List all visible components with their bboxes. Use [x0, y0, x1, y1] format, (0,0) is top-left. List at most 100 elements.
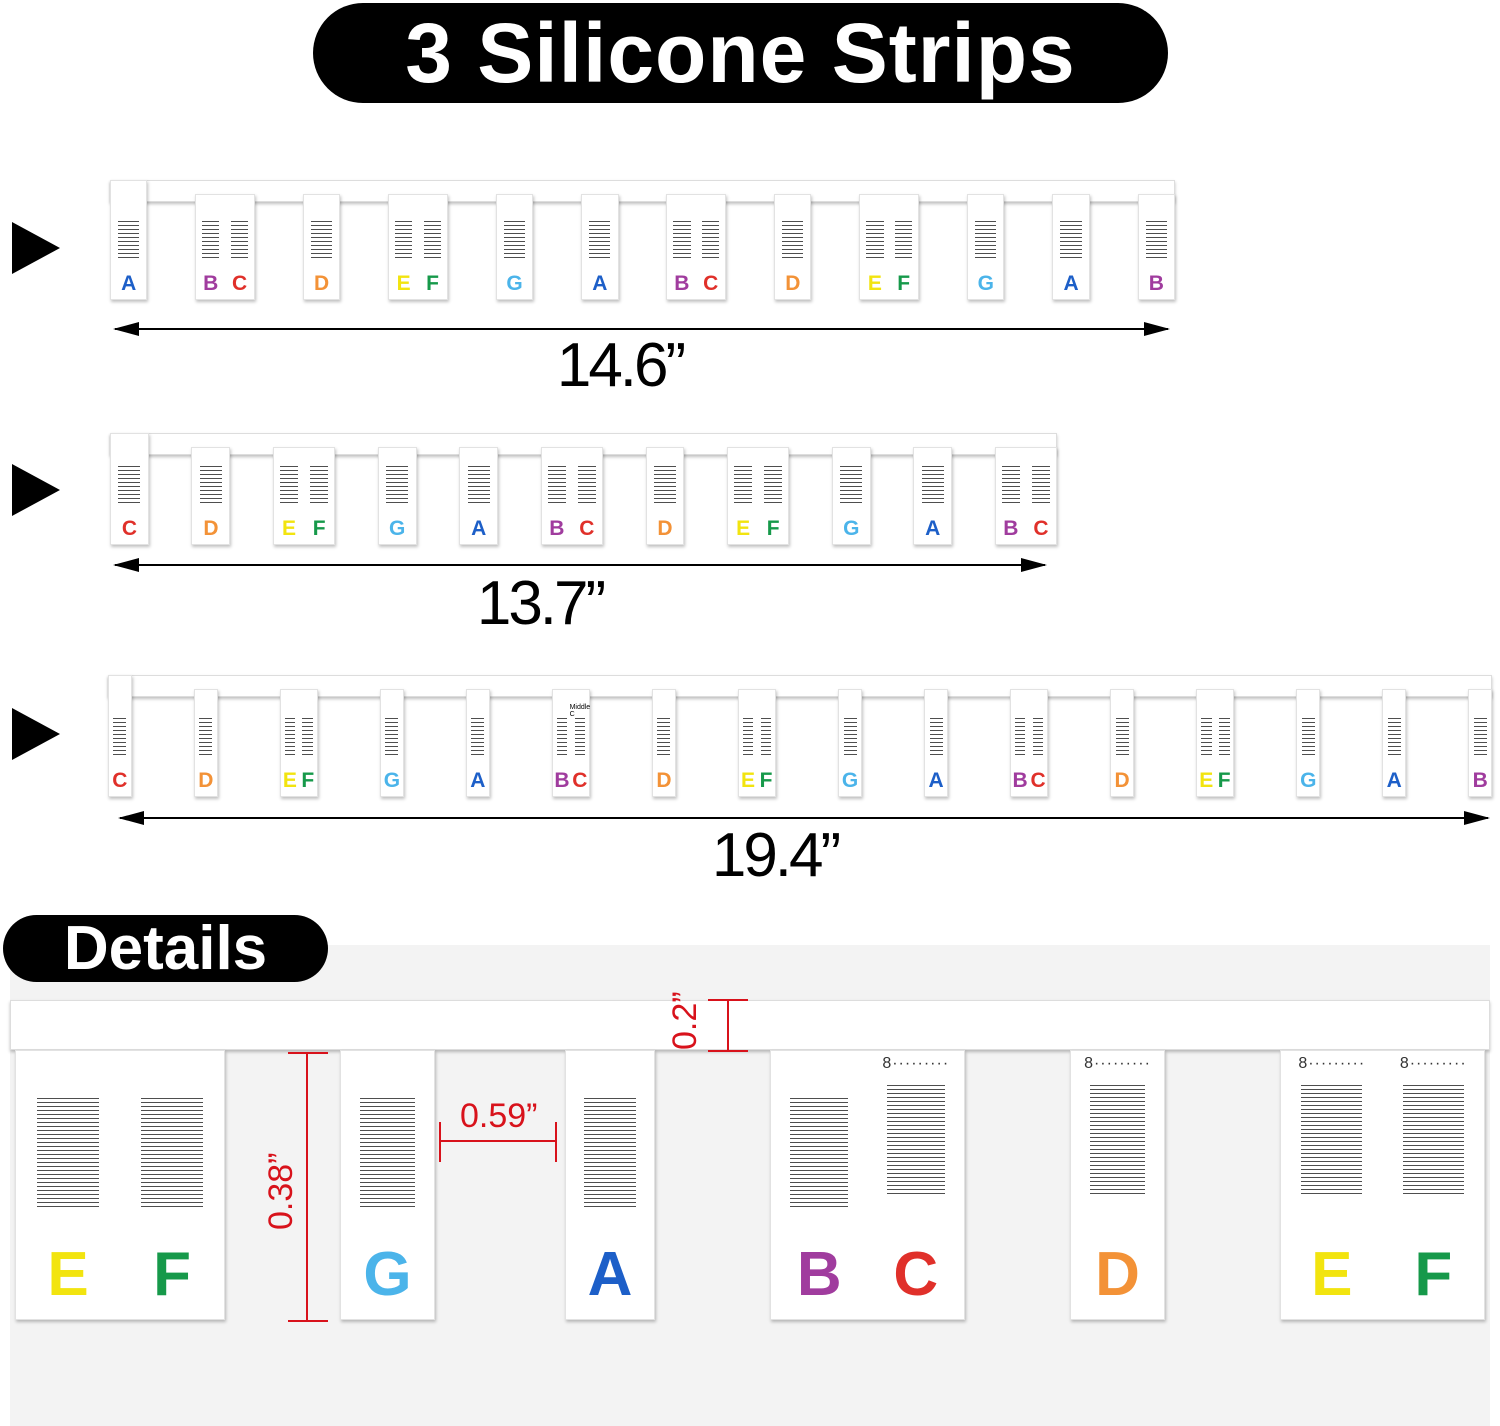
octave-mark: 8········· [1084, 1055, 1151, 1072]
key-cell: G [839, 690, 861, 796]
key-cell: C [696, 195, 725, 299]
staff-notation [1014, 718, 1026, 759]
note-letter: D [1114, 768, 1130, 792]
key-cell: D [195, 690, 217, 796]
note-letter: F [1414, 1239, 1453, 1309]
note-letter: F [301, 768, 315, 792]
key-group: A [1382, 689, 1407, 797]
staff-notation [118, 466, 141, 507]
note-letter: B [1012, 768, 1028, 792]
key-cell: E [1197, 690, 1215, 796]
play-arrow-icon [12, 708, 60, 760]
staff-notation [1001, 466, 1020, 507]
play-arrow-icon [12, 464, 60, 516]
key-cell: B [542, 448, 572, 544]
staff-notation [1387, 718, 1401, 759]
key-group: C [110, 433, 149, 545]
note-letter: G [389, 516, 406, 540]
key-group: D [1110, 689, 1134, 797]
key-group: A [581, 194, 619, 300]
note-letter: B [203, 271, 219, 295]
key-group: A [913, 447, 953, 545]
key-group: G [495, 194, 534, 300]
note-letter: B [549, 516, 565, 540]
staff-notation [36, 1097, 100, 1208]
staff-notation [1031, 466, 1050, 507]
key-cell: F [418, 195, 447, 299]
staff-notation [657, 718, 671, 759]
strip-band [110, 180, 1175, 202]
staff-notation [1301, 1085, 1363, 1196]
dimension-tick [288, 1320, 328, 1322]
note-letter: D [314, 271, 330, 295]
key-group: D [774, 194, 812, 300]
note-letter: E [867, 271, 882, 295]
staff-notation [386, 466, 409, 507]
strip-band [10, 1000, 1490, 1050]
key-cell: A [1053, 195, 1088, 299]
staff-notation [673, 221, 691, 262]
length-label: 14.6” [556, 331, 686, 400]
play-arrow-icon [12, 222, 60, 274]
staff-notation [230, 221, 249, 262]
dimension-tick [708, 999, 748, 1001]
key-cell: B [771, 1051, 868, 1319]
key-cell: C [1029, 690, 1047, 796]
key-cell: A [566, 1051, 654, 1319]
note-letter: B [1003, 516, 1019, 540]
length-dimension-line [113, 322, 1170, 336]
staff-notation [199, 718, 213, 759]
key-height-label: 0.38” [262, 1152, 300, 1231]
note-letter: G [383, 768, 401, 792]
key-cell: F [304, 448, 334, 544]
staff-notation [1060, 221, 1082, 262]
key-group: A [459, 447, 499, 545]
note-letter: F [153, 1239, 191, 1309]
staff-notation [1473, 718, 1487, 759]
key-cell: A [925, 690, 947, 796]
key-group: D [645, 447, 685, 545]
key-cell: B [196, 195, 225, 299]
key-cell: G [497, 195, 532, 299]
length-dimension-line [113, 558, 1047, 572]
details-heading: Details [3, 914, 328, 983]
note-letter: C [893, 1239, 939, 1309]
staff-notation [1200, 718, 1212, 759]
key-group: G [967, 194, 1005, 300]
key-cell: D [304, 195, 339, 299]
staff-notation [467, 466, 490, 507]
staff-notation [1145, 221, 1167, 262]
key-cell: E [860, 195, 889, 299]
note-letter: E [396, 271, 411, 295]
note-letter: F [426, 271, 439, 295]
staff-notation [577, 466, 596, 507]
note-letter: E [741, 768, 756, 792]
note-letter: G [506, 271, 523, 295]
key-cell: F [299, 690, 317, 796]
key-cell: A [582, 195, 617, 299]
middle-c-label: Middle C [569, 704, 591, 719]
note-letter: B [554, 768, 570, 792]
staff-notation [284, 718, 296, 759]
note-letter: G [841, 768, 859, 792]
key-cell: G [341, 1051, 434, 1319]
key-group: 8·········D [1070, 1050, 1165, 1320]
key-cell: B [996, 448, 1026, 544]
gap-dimension-line [440, 1140, 556, 1142]
staff-notation [742, 718, 754, 759]
staff-notation [113, 718, 127, 759]
key-group: B [1137, 194, 1175, 300]
staff-notation [886, 1085, 945, 1196]
staff-notation [471, 718, 485, 759]
key-cell: B [1011, 690, 1029, 796]
